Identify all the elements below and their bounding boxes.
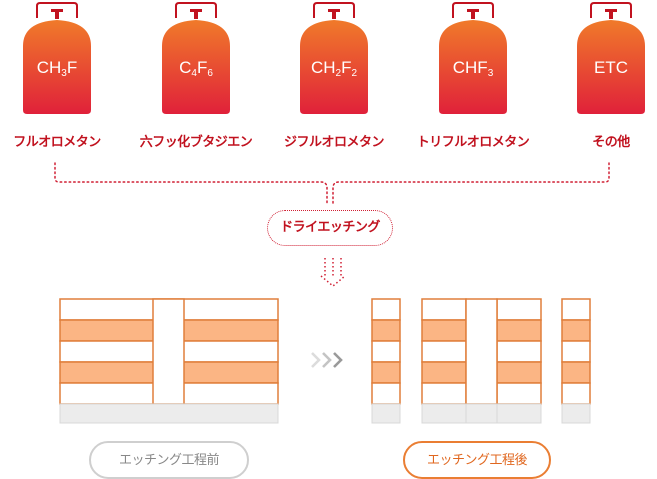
insulator-layer bbox=[371, 340, 401, 363]
insulator-layer bbox=[496, 382, 542, 405]
etched-film-layer bbox=[496, 319, 542, 342]
insulator-layer bbox=[496, 340, 542, 363]
insulator-layer bbox=[421, 340, 467, 363]
etched-film-layer bbox=[496, 361, 542, 384]
gas-bracket-line bbox=[54, 162, 610, 206]
gas-name: その他 bbox=[592, 135, 630, 150]
gas-cylinder-icon bbox=[300, 1, 368, 114]
gas-cylinder-icon bbox=[23, 1, 91, 114]
gas-name: フルオロメタン bbox=[13, 135, 101, 150]
substrate-layer bbox=[496, 403, 542, 424]
substrate-layer bbox=[421, 403, 467, 424]
caption-after-etching: エッチング工程後 bbox=[403, 441, 551, 479]
substrate-layer bbox=[561, 403, 591, 424]
gas-formula: CH2F2 bbox=[310, 58, 358, 79]
etched-film-layer bbox=[561, 361, 591, 384]
insulator-layer bbox=[371, 298, 401, 321]
channel-column bbox=[465, 298, 498, 405]
insulator-layer bbox=[421, 382, 467, 405]
gas-cylinder-icon bbox=[577, 1, 645, 114]
gas-formula: ETC bbox=[594, 58, 628, 77]
substrate-layer bbox=[465, 403, 498, 424]
dotted-down-arrow-icon bbox=[320, 258, 346, 287]
substrate-layer bbox=[59, 403, 279, 424]
gas-formula: CHF3 bbox=[452, 58, 494, 79]
wafer-after-etching bbox=[371, 298, 591, 424]
etched-film-layer bbox=[371, 319, 401, 342]
gas-cylinder-icon bbox=[162, 1, 230, 114]
wafer-before-etching bbox=[59, 298, 279, 424]
gas-name: 六フッ化ブタジエン bbox=[139, 135, 253, 150]
gas-cylinders bbox=[23, 1, 645, 114]
bracket-svg bbox=[54, 162, 610, 206]
gas-formula: CH3F bbox=[36, 58, 78, 79]
insulator-layer bbox=[561, 382, 591, 405]
caption-before-etching: エッチング工程前 bbox=[89, 441, 249, 479]
gas-name: ジフルオロメタン bbox=[283, 135, 385, 150]
substrate-layer bbox=[371, 403, 401, 424]
insulator-layer bbox=[561, 340, 591, 363]
channel-column bbox=[152, 298, 185, 405]
insulator-layer bbox=[371, 382, 401, 405]
insulator-layer bbox=[561, 298, 591, 321]
etched-film-layer bbox=[371, 361, 401, 384]
gas-name: トリフルオロメタン bbox=[416, 135, 530, 150]
etched-film-layer bbox=[561, 319, 591, 342]
gas-formula: C4F6 bbox=[179, 58, 213, 79]
insulator-layer bbox=[496, 298, 542, 321]
gas-cylinder-icon bbox=[439, 1, 507, 114]
etched-film-layer bbox=[421, 361, 467, 384]
dry-etching-label: ドライエッチング bbox=[267, 210, 393, 246]
triple-chevron-right-icon bbox=[311, 352, 343, 368]
insulator-layer bbox=[421, 298, 467, 321]
etched-film-layer bbox=[421, 319, 467, 342]
